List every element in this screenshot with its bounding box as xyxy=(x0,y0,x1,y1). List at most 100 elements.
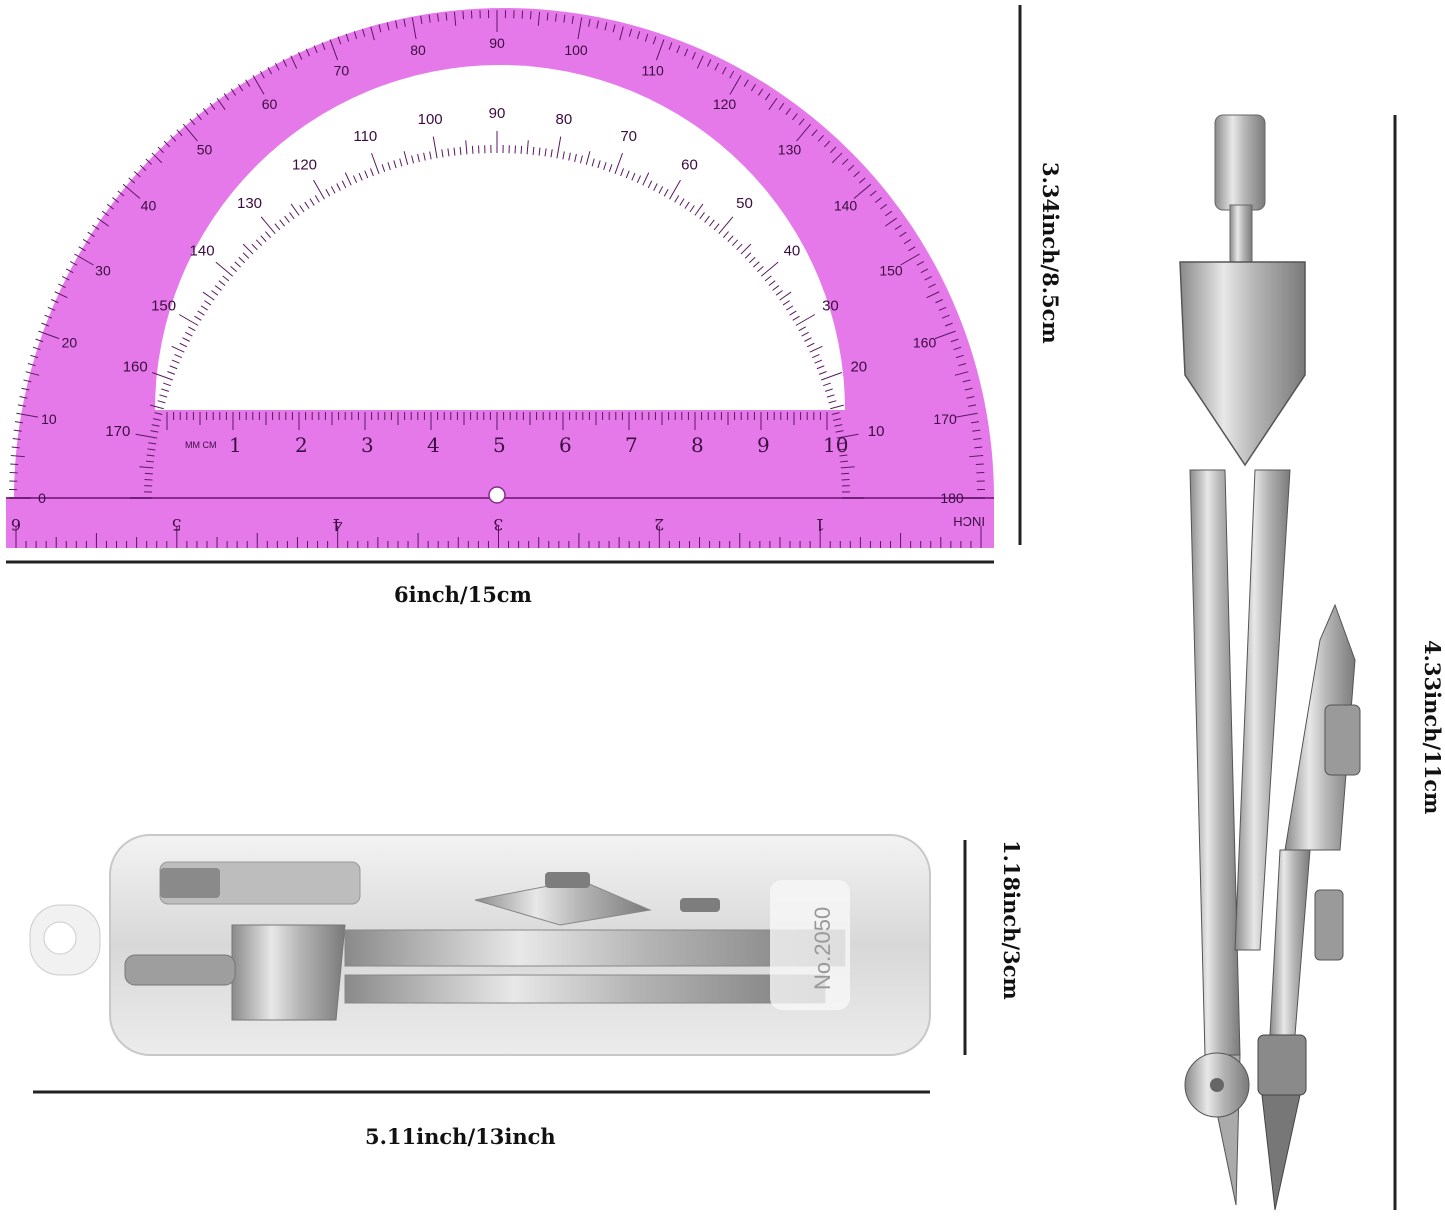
protractor-tick xyxy=(658,186,664,194)
protractor-tick xyxy=(838,448,847,451)
protractor-tick xyxy=(358,172,363,181)
case-model-label: No.2050 xyxy=(810,907,835,990)
protractor-tick xyxy=(41,322,50,327)
protractor-tick xyxy=(179,342,188,348)
protractor-tick xyxy=(647,180,653,189)
protractor-width-label: 6inch/15cm xyxy=(394,582,532,607)
outer-degree-label: 80 xyxy=(410,42,426,58)
protractor-tick xyxy=(69,260,78,266)
protractor-tick xyxy=(796,123,812,142)
protractor-tick xyxy=(663,189,669,197)
protractor-tick xyxy=(674,195,680,203)
protractor-tick xyxy=(962,379,971,383)
protractor-tick xyxy=(972,429,981,432)
protractor-tick xyxy=(768,280,776,286)
protractor-tick xyxy=(973,438,982,440)
protractor-tick xyxy=(82,238,91,245)
protractor-tick xyxy=(684,201,690,209)
inch-unit-label: INCH xyxy=(953,514,985,529)
protractor-tick xyxy=(252,75,265,95)
protractor-tick xyxy=(21,387,30,391)
protractor-tick xyxy=(596,20,599,29)
protractor-tick xyxy=(386,22,390,31)
protractor-tick xyxy=(826,394,835,398)
protractor-tick xyxy=(768,97,778,111)
protractor-tick xyxy=(806,342,815,348)
protractor-tick xyxy=(544,148,547,157)
protractor-tick xyxy=(423,152,426,161)
protractor-tick xyxy=(652,36,657,45)
protractor-tick xyxy=(801,331,809,337)
mm-cm-label: MM CM xyxy=(185,440,217,450)
outer-degree-label: 0 xyxy=(38,490,46,506)
cm-label: 7 xyxy=(625,433,638,457)
protractor-tick xyxy=(920,268,929,274)
protractor-tick xyxy=(924,276,933,281)
protractor-tick xyxy=(847,164,855,172)
protractor-tick xyxy=(758,88,764,96)
protractor-tick xyxy=(760,261,779,277)
inner-degree-label: 90 xyxy=(489,105,506,122)
protractor-tick xyxy=(32,346,41,351)
protractor-tick xyxy=(471,145,474,154)
protractor-tick xyxy=(792,315,800,321)
protractor-tick xyxy=(330,186,336,194)
protractor-tick xyxy=(775,290,783,296)
protractor-tick xyxy=(370,26,375,41)
protractor-tick xyxy=(279,219,285,227)
protractor-tick xyxy=(139,466,154,469)
protractor-tick xyxy=(718,216,734,235)
protractor-tick xyxy=(571,15,574,24)
protractor-tick xyxy=(809,345,823,353)
inner-degree-label: 10 xyxy=(868,423,885,440)
protractor-tick xyxy=(200,305,208,311)
protractor-tick xyxy=(574,153,577,162)
protractor-tick xyxy=(378,24,382,33)
protractor-tick xyxy=(197,310,205,316)
protractor-tick xyxy=(818,371,827,375)
protractor-tick xyxy=(345,33,350,42)
protractor-tick xyxy=(259,70,265,79)
protractor-height-label: 3.34inch/8.5cm xyxy=(1038,162,1063,344)
protractor-tick xyxy=(644,33,649,42)
protractor-tick xyxy=(555,13,557,22)
protractor-tick xyxy=(10,454,25,458)
protractor-tick xyxy=(38,330,60,340)
compass xyxy=(1179,114,1361,1211)
protractor-tick xyxy=(151,152,163,164)
protractor-tick xyxy=(885,210,893,217)
protractor-tick xyxy=(44,314,53,319)
protractor-tick xyxy=(532,146,535,155)
protractor-tick xyxy=(370,168,374,177)
protractor-tick xyxy=(329,39,339,61)
outer-degree-label: 150 xyxy=(879,263,903,279)
protractor-tick xyxy=(174,353,183,359)
protractor-tick xyxy=(743,79,749,87)
protractor-tick xyxy=(282,59,288,67)
protractor-tick xyxy=(167,371,176,375)
protractor-tick xyxy=(721,66,727,75)
protractor-tick xyxy=(171,359,180,364)
protractor-tick xyxy=(182,123,198,142)
protractor-tick xyxy=(215,261,234,277)
protractor-tick xyxy=(840,460,849,463)
protractor-tick xyxy=(462,11,465,20)
protractor-tick xyxy=(841,472,850,475)
inner-degree-label: 140 xyxy=(190,243,215,260)
protractor-tick xyxy=(134,171,141,178)
protractor-tick xyxy=(786,305,794,311)
protractor-tick xyxy=(325,189,331,197)
protractor-tick xyxy=(209,102,216,110)
protractor-tick xyxy=(841,158,849,165)
protractor-tick xyxy=(218,280,226,286)
case-height-label: 1.18inch/3cm xyxy=(999,840,1024,1000)
outer-degree-label: 60 xyxy=(262,96,278,112)
cm-label: 1 xyxy=(229,433,242,457)
protractor-tick xyxy=(669,179,681,200)
compass-case: No.2050 xyxy=(29,834,931,1056)
protractor-tick xyxy=(336,183,341,191)
protractor-tick xyxy=(684,48,689,57)
protractor-tick xyxy=(836,433,859,439)
protractor-tick xyxy=(274,223,281,231)
